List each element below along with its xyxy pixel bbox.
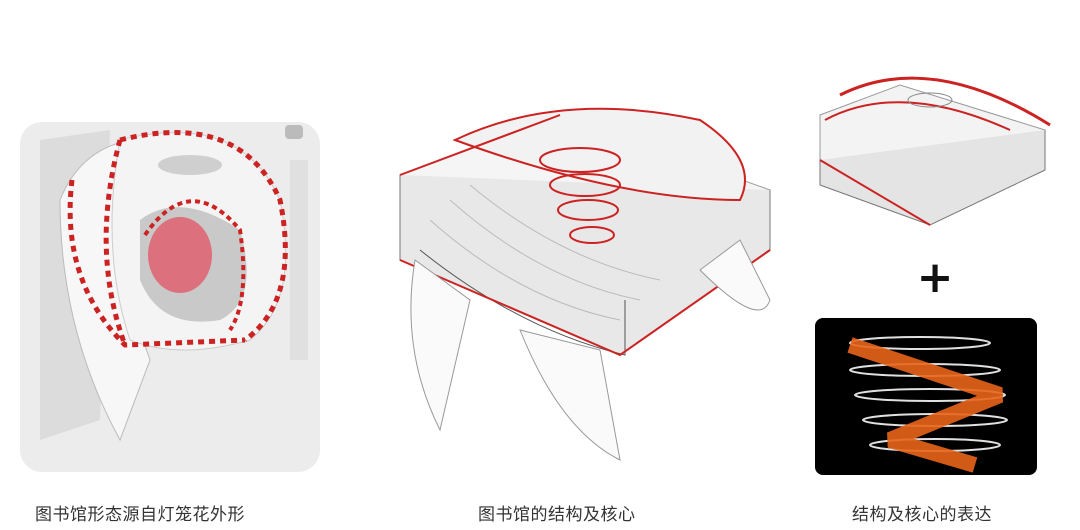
caption-form-origin: 图书馆形态源自灯笼花外形 [35, 505, 245, 525]
plus-sign: + [917, 252, 954, 303]
caption-expression: 结构及核心的表达 [852, 505, 992, 525]
expression-building [819, 76, 1051, 226]
core-highlight [148, 217, 212, 293]
structure-axonometric [399, 107, 772, 461]
site-plan-illustration [20, 122, 320, 472]
caption-structure-core: 图书馆的结构及核心 [478, 505, 636, 525]
core-spiral-render [815, 318, 1037, 475]
